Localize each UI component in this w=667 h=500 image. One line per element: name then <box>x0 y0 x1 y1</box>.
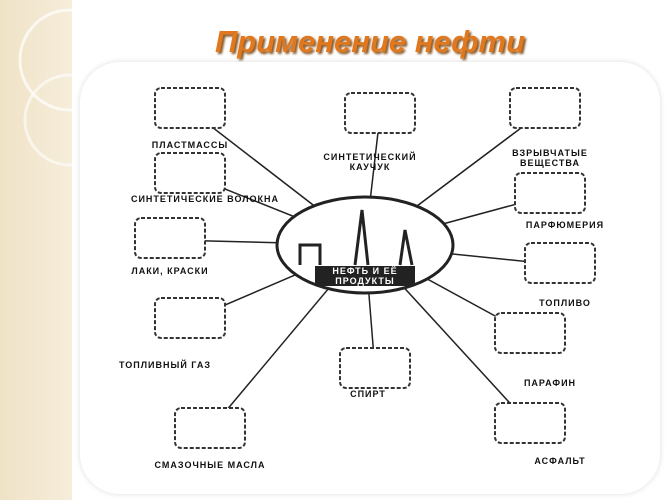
gas-stove-icon <box>154 297 226 339</box>
item-label: Асфальт <box>534 456 586 466</box>
item-label: Топливный газ <box>119 360 211 370</box>
explosion-icon <box>509 87 581 129</box>
oil-derrick-icon <box>298 209 414 266</box>
spirit-lamp-icon <box>339 347 411 389</box>
fiber-icon <box>154 152 226 194</box>
tire-icon <box>344 92 416 134</box>
asphalt-truck-icon <box>494 402 566 444</box>
item-label: Лаки, краски <box>131 266 209 276</box>
item-label: Синтетические волокна <box>130 194 280 204</box>
center-label: Нефть и её продукты <box>315 266 415 286</box>
decorative-strip <box>0 0 72 500</box>
item-label: Парфюмерия <box>525 220 605 230</box>
oil-barrel-icon <box>174 407 246 449</box>
item-label: Парафин <box>523 378 577 388</box>
item-label: Синтетический каучук <box>323 152 417 172</box>
slide-title: Применение нефти <box>214 24 526 59</box>
fuel-barrel-icon <box>524 242 596 284</box>
paint-icon <box>134 217 206 259</box>
plastics-icon <box>154 87 226 129</box>
item-label: Пластмассы <box>151 140 229 150</box>
item-label: Смазочные масла <box>154 460 266 470</box>
item-label: Взрывчатые вещества <box>512 148 588 168</box>
item-label: Спирт <box>350 389 386 399</box>
perfume-icon <box>514 172 586 214</box>
candle-icon <box>494 312 566 354</box>
circles-decoration <box>18 8 72 167</box>
item-label: Топливо <box>539 298 591 308</box>
